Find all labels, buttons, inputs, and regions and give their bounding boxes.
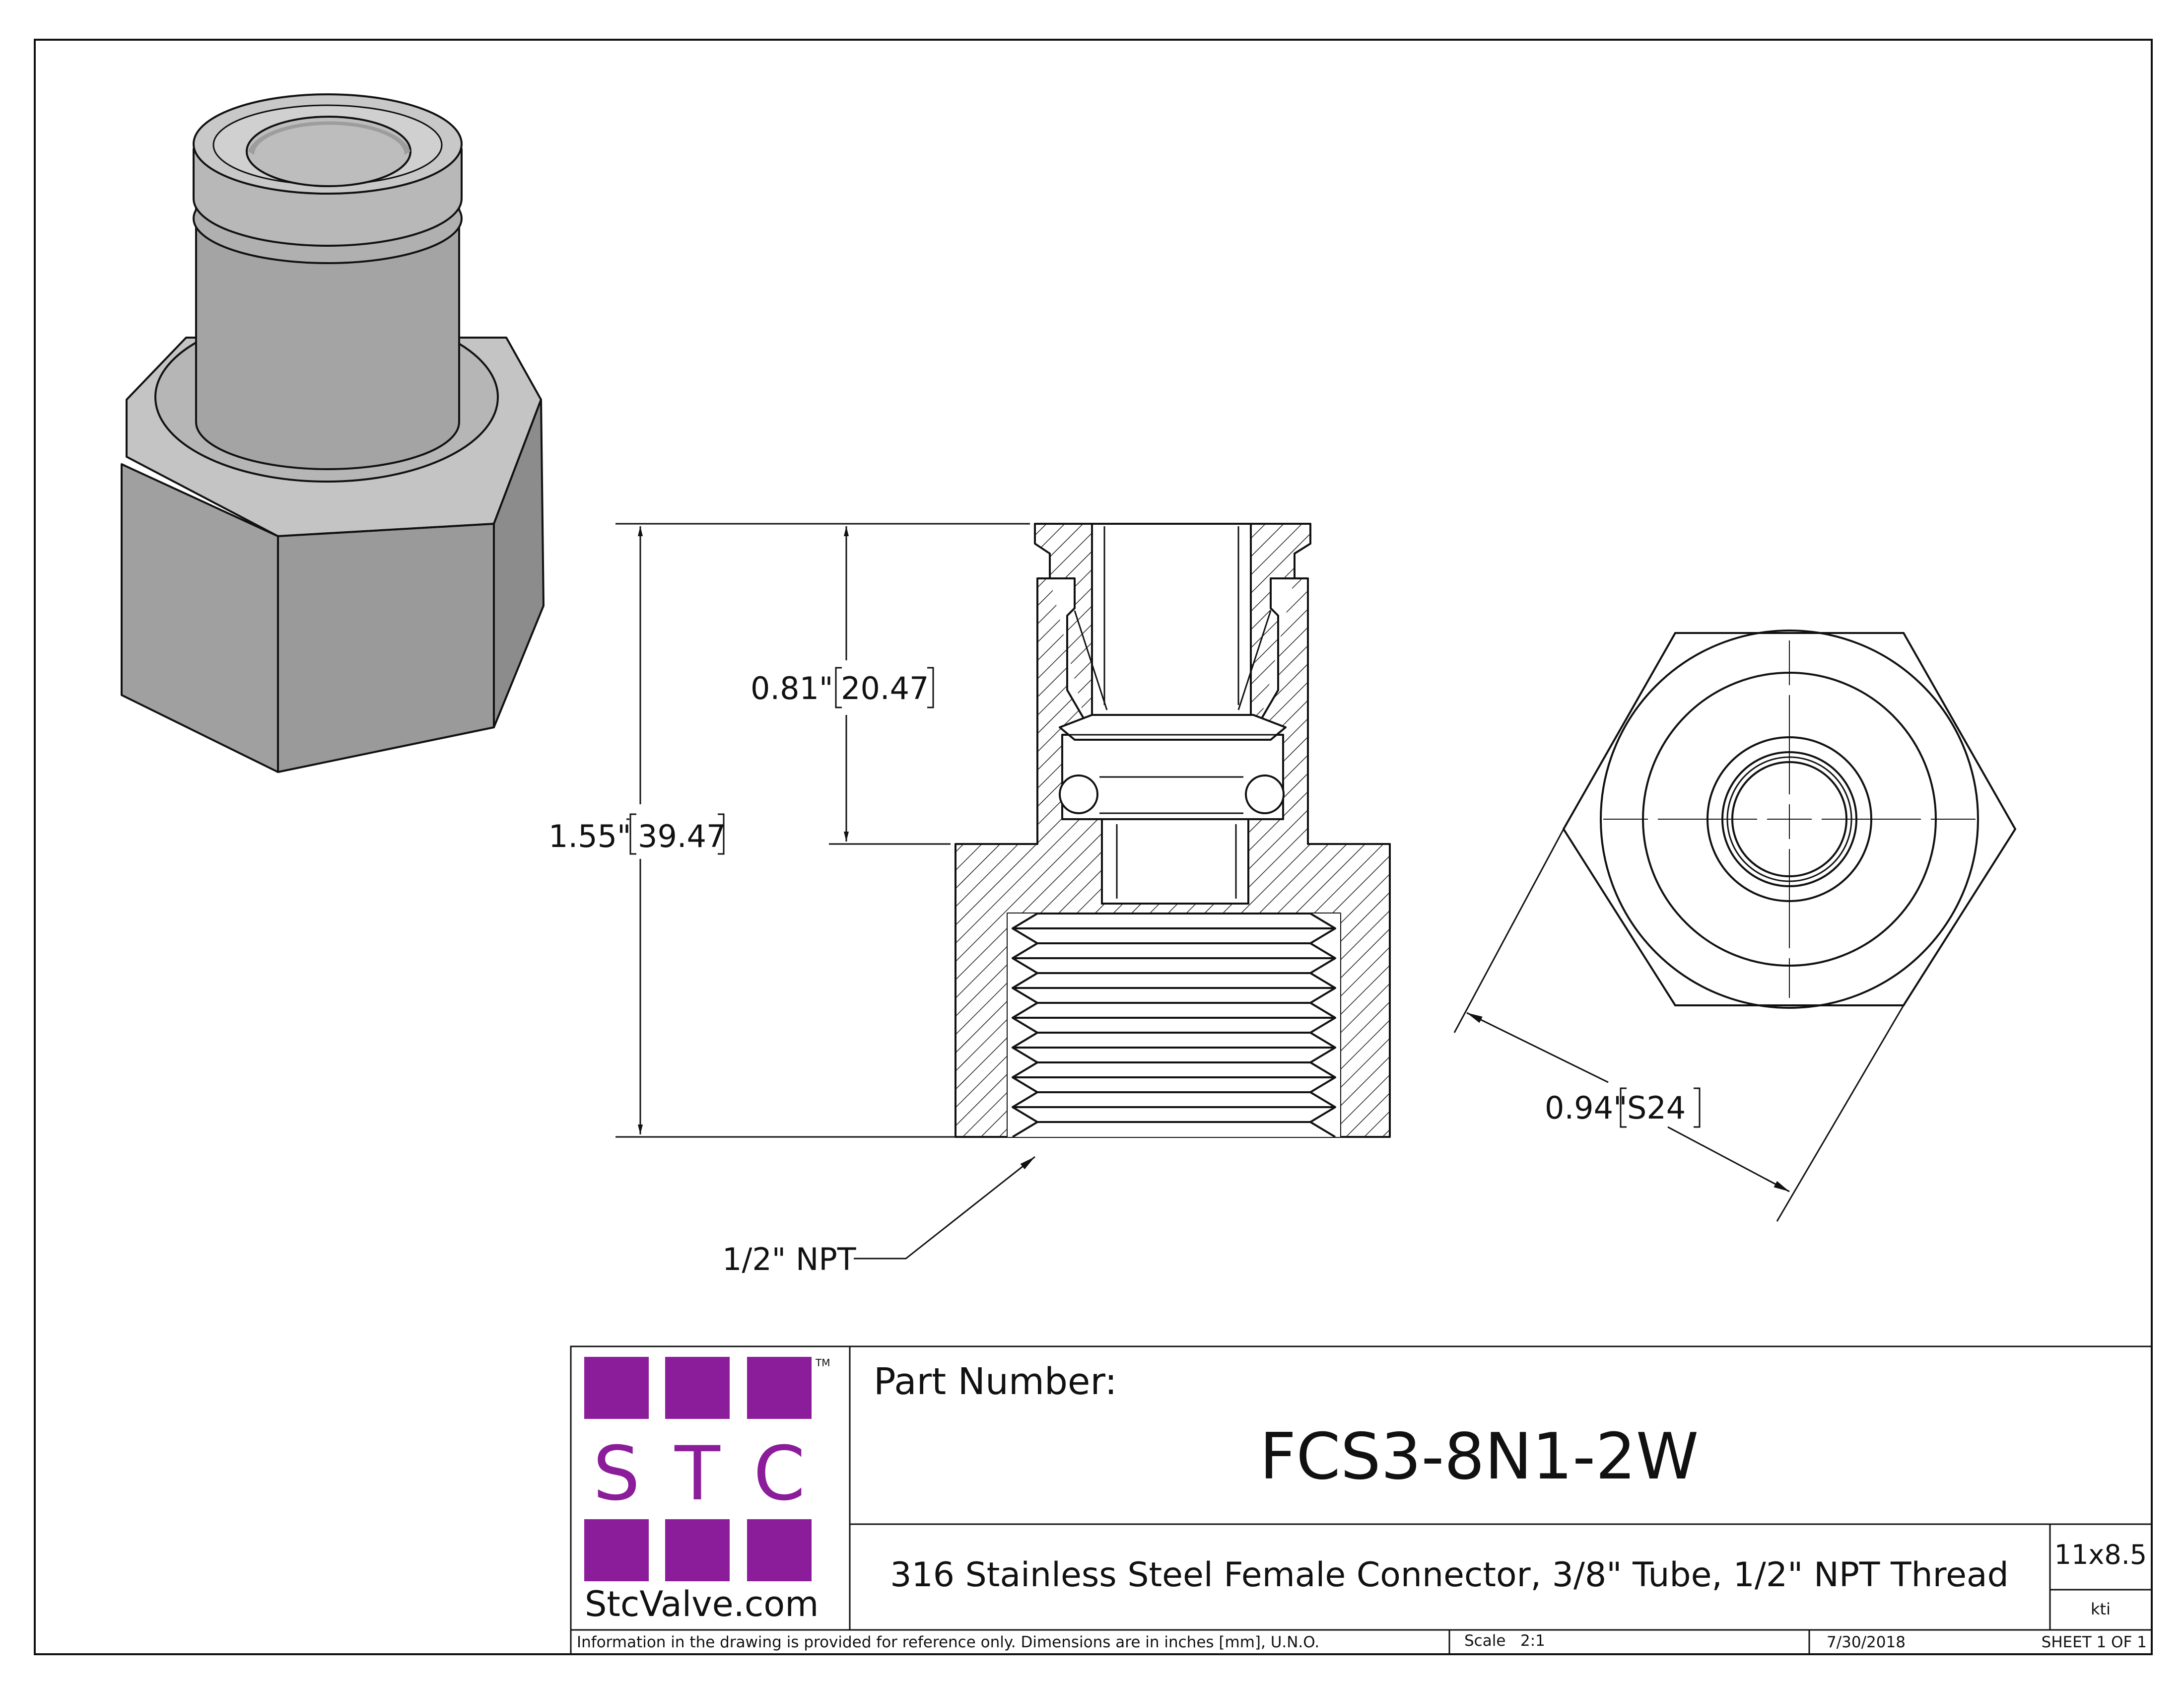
o-ring-left xyxy=(1059,774,1098,814)
isometric-view xyxy=(121,93,545,773)
threaded-bore xyxy=(1008,914,1340,1137)
drawing-date: 7/30/2018 xyxy=(1827,1633,1906,1651)
dim-depth-mm: 20.47 xyxy=(841,670,929,706)
logo-letter-t: T xyxy=(674,1431,721,1517)
grab-ring xyxy=(1059,714,1287,741)
logo-website: StcValve.com xyxy=(585,1584,819,1624)
dimension-overall-height xyxy=(615,523,1030,1138)
thread-callout: 1/2" NPT xyxy=(722,1241,857,1277)
hex-right-face xyxy=(493,399,545,728)
logo-letter-c: C xyxy=(753,1431,806,1517)
thread-crests xyxy=(1013,913,1335,1123)
dim-overall-mm: 39.47 xyxy=(638,818,726,854)
scale: Scale 2:1 xyxy=(1464,1632,1545,1650)
logo-square xyxy=(665,1357,730,1419)
title-block xyxy=(570,1345,2153,1655)
section-view xyxy=(955,523,1391,1138)
bore-opening xyxy=(246,116,411,187)
dim-depth-inch: 0.81" xyxy=(751,670,833,706)
hex-front-face xyxy=(277,523,495,773)
logo-square xyxy=(584,1357,649,1419)
logo-square xyxy=(584,1519,649,1581)
paper-size: 11x8.5 xyxy=(2054,1539,2147,1570)
logo-square xyxy=(747,1519,812,1581)
logo-trademark: TM xyxy=(815,1357,830,1369)
thread-profile-right xyxy=(1309,913,1336,1138)
end-view xyxy=(1562,630,2017,1009)
logo-square xyxy=(747,1357,812,1419)
dim-hex-inch: 0.94" xyxy=(1545,1090,1628,1126)
part-number-label: Part Number: xyxy=(874,1360,1117,1403)
stc-logo: S T C TM StcValve.com xyxy=(584,1357,830,1624)
disclaimer: Information in the drawing is provided f… xyxy=(577,1633,1319,1651)
dim-overall-inch: 1.55" xyxy=(548,818,631,854)
part-description: 316 Stainless Steel Female Connector, 3/… xyxy=(890,1555,2009,1595)
logo-square xyxy=(665,1519,730,1581)
thread-callout-leader xyxy=(854,1156,1035,1260)
tube-cylinder xyxy=(195,203,460,470)
dimension-hex xyxy=(1453,829,1905,1222)
author-initials: kti xyxy=(2091,1600,2111,1618)
thread-profile-left xyxy=(1012,913,1038,1138)
dimension-tube-depth xyxy=(829,526,951,845)
o-ring-right xyxy=(1245,774,1285,814)
dim-hex-mm: S24 xyxy=(1627,1090,1686,1126)
part-number: FCS3-8N1-2W xyxy=(1260,1420,1699,1494)
hex-chamfer-circle xyxy=(1600,630,1979,1009)
sheet-number: SHEET 1 OF 1 xyxy=(2042,1633,2147,1651)
center-lines xyxy=(1603,640,1976,998)
logo-letter-s: S xyxy=(593,1431,640,1517)
